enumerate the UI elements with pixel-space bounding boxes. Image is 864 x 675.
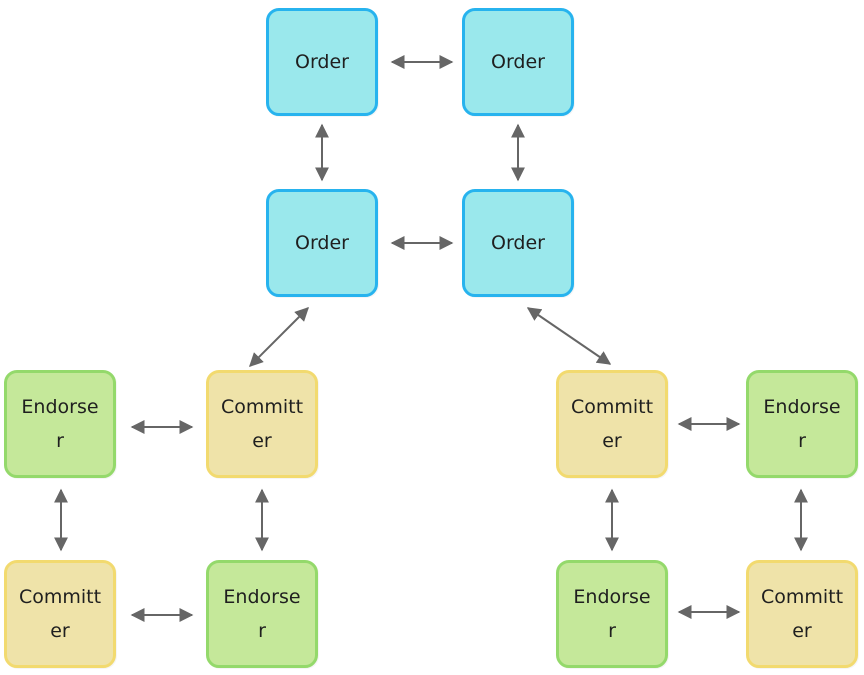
order-node-top-left[interactable]: Order [266,8,378,116]
order-node-mid-right[interactable]: Order [462,189,574,297]
order-node-label: Order [295,232,349,254]
order-node-label: Order [295,51,349,73]
order-node-mid-left[interactable]: Order [266,189,378,297]
order-node-label: Order [491,51,545,73]
arrow-order-mid-right-to-committer-right [526,307,612,365]
order-node-top-right[interactable]: Order [462,8,574,116]
arrow-order-mid-left-to-committer-left [249,307,309,367]
order-node-label: Order [491,232,545,254]
